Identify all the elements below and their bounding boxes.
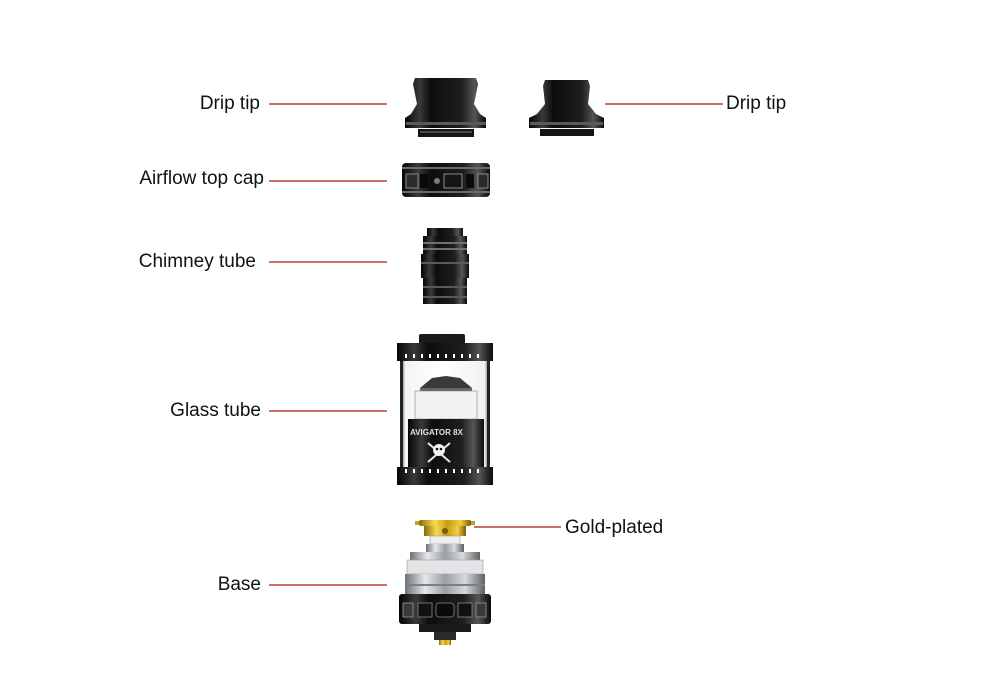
leader-lines	[269, 103, 723, 586]
label-airflow-top-cap: Airflow top cap	[139, 168, 264, 189]
label-gold-plated: Gold-plated	[565, 517, 664, 538]
label-chimney-tube: Chimney tube	[138, 251, 256, 272]
gold-plated-deck-part	[415, 520, 475, 552]
drip-tip-left-part	[405, 78, 486, 137]
label-drip-tip-left: Drip tip	[199, 93, 260, 114]
chimney-tube-part	[421, 228, 469, 304]
label-drip-tip-right: Drip tip	[726, 93, 787, 114]
label-base: Base	[217, 574, 261, 595]
drip-tip-right-part	[529, 80, 604, 136]
glass-tube-part: AVIGATOR 8X	[397, 334, 493, 485]
skull-crossbones-icon	[427, 442, 451, 463]
label-glass-tube: Glass tube	[170, 400, 261, 421]
airflow-top-cap-part	[402, 163, 490, 197]
glass-print-brand: AVIGATOR 8X	[410, 428, 464, 437]
base-part	[399, 552, 491, 645]
